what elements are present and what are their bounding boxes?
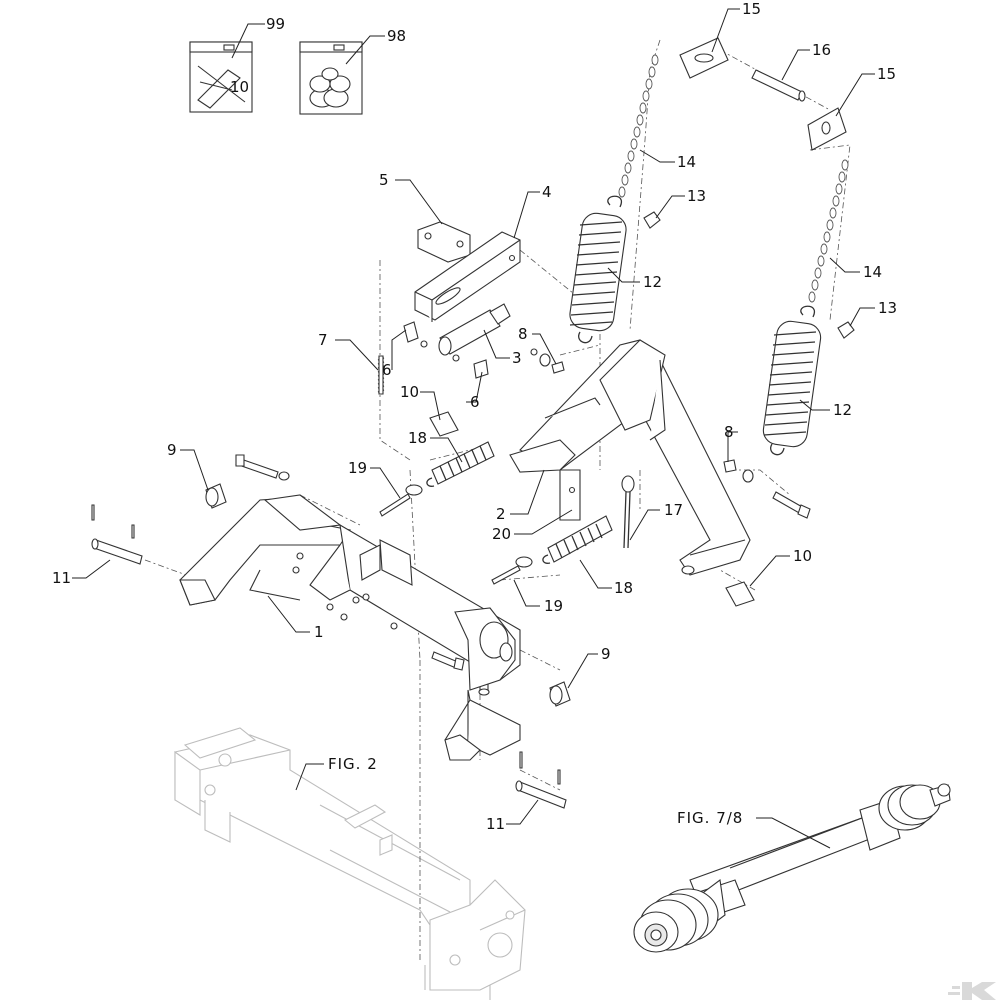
callout-2: 2 xyxy=(496,505,506,523)
callout-5: 5 xyxy=(379,171,389,189)
callout-3: 3 xyxy=(512,349,522,367)
callout-10-upper: 10 xyxy=(400,383,419,401)
callout-4: 4 xyxy=(542,183,552,201)
kit-bag-label: 10 xyxy=(230,78,249,96)
bracket-5 xyxy=(417,221,471,263)
eye-bolt-19-upper xyxy=(379,484,423,517)
spring-18-upper xyxy=(426,441,495,487)
callout-18-lower: 18 xyxy=(614,579,633,597)
callout-17: 17 xyxy=(664,501,683,519)
pto-shaft-illustration xyxy=(633,783,951,953)
figure-7-8-label: FIG. 7/8 xyxy=(677,809,743,827)
a-frame-headstock xyxy=(509,339,751,576)
callout-12-right: 12 xyxy=(833,401,852,419)
arm-4 xyxy=(414,231,521,322)
callout-15-right: 15 xyxy=(877,65,896,83)
callout-16: 16 xyxy=(812,41,831,59)
bushing-9-right xyxy=(549,681,571,707)
callout-99: 99 xyxy=(266,15,285,33)
chain-right xyxy=(808,159,849,303)
callout-18-upper: 18 xyxy=(408,429,427,447)
callout-19-upper: 19 xyxy=(348,459,367,477)
callout-10-right: 10 xyxy=(793,547,812,565)
callout-20: 20 xyxy=(492,525,511,543)
callout-6-lower: 6 xyxy=(470,393,480,411)
pin-11-left xyxy=(91,504,143,565)
callout-11-left: 11 xyxy=(52,569,71,587)
callout-14-top: 14 xyxy=(677,153,696,171)
callout-7: 7 xyxy=(318,331,328,349)
callout-13-right: 13 xyxy=(878,299,897,317)
bracket-plate-15-right xyxy=(807,107,847,151)
callout-12-top: 12 xyxy=(643,273,662,291)
nut-13-right xyxy=(837,321,855,339)
spring-12-left xyxy=(569,195,627,344)
lynch-pin-17 xyxy=(621,475,635,549)
bracket-plate-15-top xyxy=(679,37,729,79)
nut-13-top xyxy=(643,211,661,229)
callout-13-top: 13 xyxy=(687,187,706,205)
callout-9-left: 9 xyxy=(167,441,177,459)
bushings-and-washers xyxy=(403,321,755,607)
shock-absorber-3 xyxy=(438,303,511,356)
callout-14-right: 14 xyxy=(863,263,882,281)
main-frame-1 xyxy=(179,494,521,761)
chain-left xyxy=(618,54,659,198)
callout-8-upper: 8 xyxy=(518,325,528,343)
callout-labels: 99 98 15 16 15 14 13 5 4 12 14 13 7 6 8 … xyxy=(52,0,897,833)
bolts xyxy=(235,454,811,696)
pin-11-right xyxy=(515,751,567,809)
pin-16 xyxy=(751,69,806,102)
callout-1: 1 xyxy=(314,623,324,641)
threaded-rod-7 xyxy=(377,355,385,395)
callout-19-lower: 19 xyxy=(544,597,563,615)
callout-98: 98 xyxy=(387,27,406,45)
spring-12-right xyxy=(762,305,822,456)
fig2-frame-illustration xyxy=(174,727,526,1000)
callout-6-upper: 6 xyxy=(382,361,392,379)
callout-9-right: 9 xyxy=(601,645,611,663)
bushing-9-left xyxy=(205,483,227,509)
kit-bag-99: 10 xyxy=(189,41,253,113)
callout-15-top: 15 xyxy=(742,0,761,18)
eye-bolt-19-lower xyxy=(491,556,533,585)
spring-18-lower xyxy=(542,515,613,564)
callout-11-lower: 11 xyxy=(486,815,505,833)
kit-bag-98 xyxy=(299,41,363,115)
figure-2-label: FIG. 2 xyxy=(328,755,378,773)
callout-8-right: 8 xyxy=(724,423,734,441)
leader-lines xyxy=(72,8,875,849)
kramp-k-logo-icon xyxy=(948,982,996,1000)
